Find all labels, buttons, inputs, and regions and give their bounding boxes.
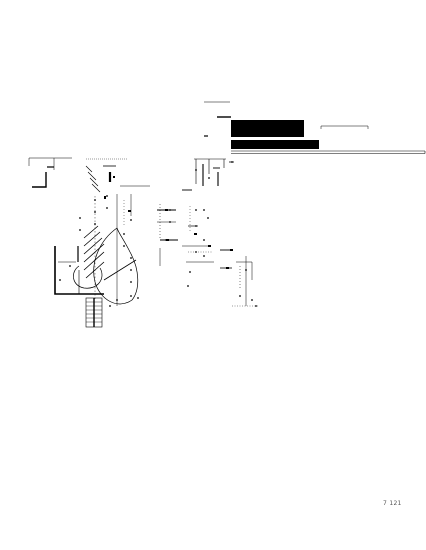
harness-diagonal [103, 259, 137, 281]
left-heavy-bracket [54, 246, 104, 295]
main-schematic [54, 165, 150, 306]
terminal-dots [59, 161, 257, 307]
pin-blocks [104, 176, 233, 269]
hatch-lower [83, 225, 105, 279]
right-connector [220, 249, 258, 307]
hatch-top [85, 165, 101, 193]
component-box [85, 297, 103, 328]
redacted-bar-2 [231, 140, 319, 149]
redacted-bar-1 [231, 120, 304, 137]
harness-curve-small [73, 265, 103, 289]
header-block [204, 101, 426, 154]
left-L-bracket [32, 172, 47, 188]
middle-connectors [157, 189, 214, 266]
header-bracket [320, 125, 369, 129]
page-number: 7 121 [383, 500, 402, 507]
relay-group [194, 158, 234, 186]
harness-curve-large [93, 227, 139, 305]
left-connector-group [28, 157, 127, 188]
